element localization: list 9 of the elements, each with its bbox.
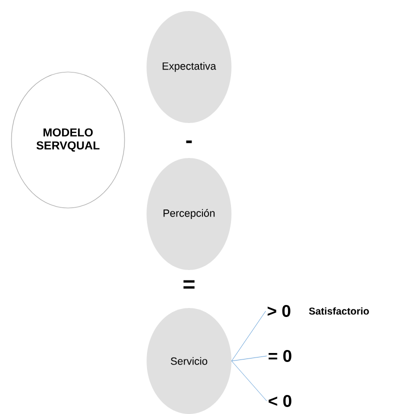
result-text: > 0 (268, 304, 290, 317)
result-label: Satisfactorio (309, 307, 369, 315)
result-text: < 0 (268, 394, 292, 407)
operator-sign: = (184, 280, 195, 289)
line (231, 356, 267, 362)
line (231, 310, 266, 362)
line (231, 360, 267, 402)
operator-sign: - (186, 140, 192, 144)
result-text: = 0 (268, 350, 292, 362)
